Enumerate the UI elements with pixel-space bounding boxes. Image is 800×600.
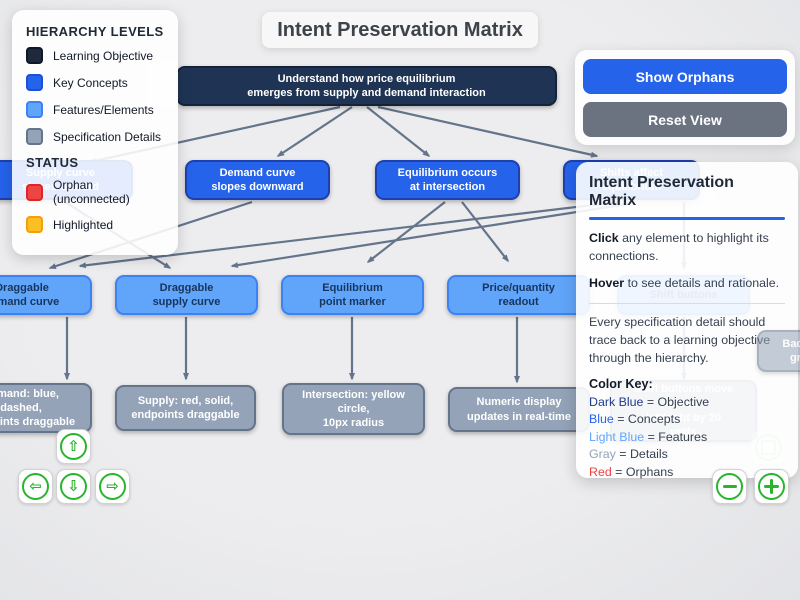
swatch-icon: [26, 74, 43, 91]
info-panel-title: Intent Preservation Matrix: [589, 174, 734, 209]
instruction-hover: Hover to see details and rationale.: [589, 275, 780, 290]
color-key-title: Color Key:: [589, 376, 653, 391]
swatch-icon: [26, 216, 43, 233]
legend-label: Highlighted: [53, 217, 114, 232]
arrow-down-icon: ⇩: [60, 473, 87, 500]
color-key-row: Red = Orphans: [589, 464, 674, 479]
page-title: Intent Preservation Matrix: [262, 12, 538, 48]
node-equil-concept[interactable]: Equilibrium occurs at intersection: [375, 160, 520, 200]
legend-label: Key Concepts: [53, 75, 128, 90]
plus-icon: [758, 473, 785, 500]
legend-status-highlighted: Highlighted: [26, 216, 168, 233]
divider: [589, 302, 785, 304]
node-numeric-spec[interactable]: Numeric display updates in real-time: [448, 387, 590, 432]
node-demand-concept[interactable]: Demand curve slopes downward: [185, 160, 330, 200]
minus-icon: [716, 473, 743, 500]
node-drag-demand[interactable]: Draggable demand curve: [0, 275, 92, 315]
color-key-row: Blue = Concepts: [589, 412, 681, 427]
arrow-right-icon: ⇨: [99, 473, 126, 500]
pan-right-button[interactable]: ⇨: [95, 469, 130, 504]
info-panel: Intent Preservation Matrix Click any ele…: [576, 162, 798, 479]
color-key-row: Dark Blue = Objective: [589, 394, 710, 409]
swatch-icon: [26, 47, 43, 64]
node-price-readout[interactable]: Price/quantity readout: [447, 275, 590, 315]
reset-view-button[interactable]: Reset View: [583, 102, 787, 137]
legend-status-title: STATUS: [26, 155, 79, 170]
arrow-up-icon: ⇧: [60, 433, 87, 460]
node-eq-marker[interactable]: Equilibrium point marker: [281, 275, 424, 315]
color-key-row: Gray = Details: [589, 447, 668, 462]
legend-level-learning-objective: Learning Objective: [26, 47, 168, 64]
node-drag-supply[interactable]: Draggable supply curve: [115, 275, 258, 315]
trace-note: Every specification detail should trace …: [589, 314, 771, 365]
legend-statuses: Orphan (unconnected) Highlighted: [24, 178, 168, 233]
color-key-row: Light Blue = Features: [589, 429, 708, 444]
pan-up-button[interactable]: ⇧: [56, 429, 91, 464]
legend-label: Orphan (unconnected): [53, 178, 130, 206]
node-bg-grid[interactable]: Background grid lines: [757, 330, 800, 372]
zoom-in-button[interactable]: [754, 469, 789, 504]
swatch-icon: [26, 101, 43, 118]
legend-level-features-elements: Features/Elements: [26, 101, 168, 118]
arrow-left-icon: ⇦: [22, 473, 49, 500]
legend-level-key-concepts: Key Concepts: [26, 74, 168, 91]
pan-left-button[interactable]: ⇦: [18, 469, 53, 504]
legend-label: Specification Details: [53, 129, 162, 144]
node-demand-spec[interactable]: Demand: blue, dashed, endpoints draggabl…: [0, 383, 92, 433]
instruction-click: Click any element to highlight its conne…: [589, 231, 769, 263]
swatch-icon: [26, 128, 43, 145]
legend-status-orphan: Orphan (unconnected): [26, 178, 168, 206]
title-underline: [589, 217, 785, 220]
legend-level-spec-details: Specification Details: [26, 128, 168, 145]
toolbar-card: Show Orphans Reset View: [575, 50, 795, 145]
node-intersect-spec[interactable]: Intersection: yellow circle, 10px radius: [282, 383, 425, 435]
show-orphans-button[interactable]: Show Orphans: [583, 59, 787, 94]
pan-down-button[interactable]: ⇩: [56, 469, 91, 504]
legend-label: Features/Elements: [53, 102, 154, 117]
legend-label: Learning Objective: [53, 48, 154, 63]
node-objective[interactable]: Understand how price equilibrium emerges…: [176, 66, 557, 106]
legend-title: HIERARCHY LEVELS: [26, 24, 164, 39]
swatch-icon: [26, 183, 43, 201]
zoom-out-button[interactable]: [712, 469, 747, 504]
node-supply-spec[interactable]: Supply: red, solid, endpoints draggable: [115, 385, 256, 431]
